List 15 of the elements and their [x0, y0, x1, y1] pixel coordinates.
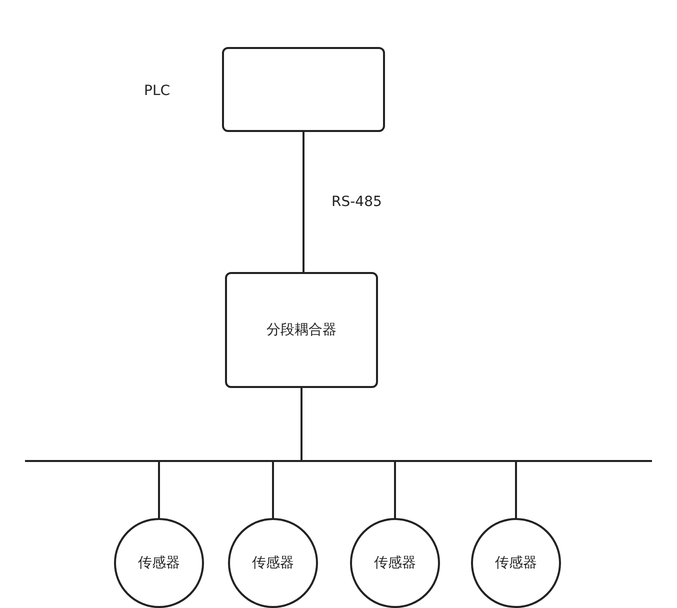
connector-line — [302, 132, 304, 272]
process-box — [225, 272, 378, 388]
node-label: 传感器 — [374, 554, 416, 572]
process-box — [222, 47, 385, 132]
node-label: 传感器 — [495, 554, 537, 572]
connector-line — [158, 462, 160, 518]
bus-line — [25, 460, 652, 462]
connector-line — [300, 388, 302, 460]
connector-line — [272, 462, 274, 518]
connector-line — [394, 462, 396, 518]
connector-line — [515, 462, 517, 518]
node-label: 传感器 — [252, 554, 294, 572]
node-label: 分段耦合器 — [266, 321, 336, 339]
node-label: 传感器 — [138, 554, 180, 572]
node-caption: PLC — [144, 83, 170, 99]
